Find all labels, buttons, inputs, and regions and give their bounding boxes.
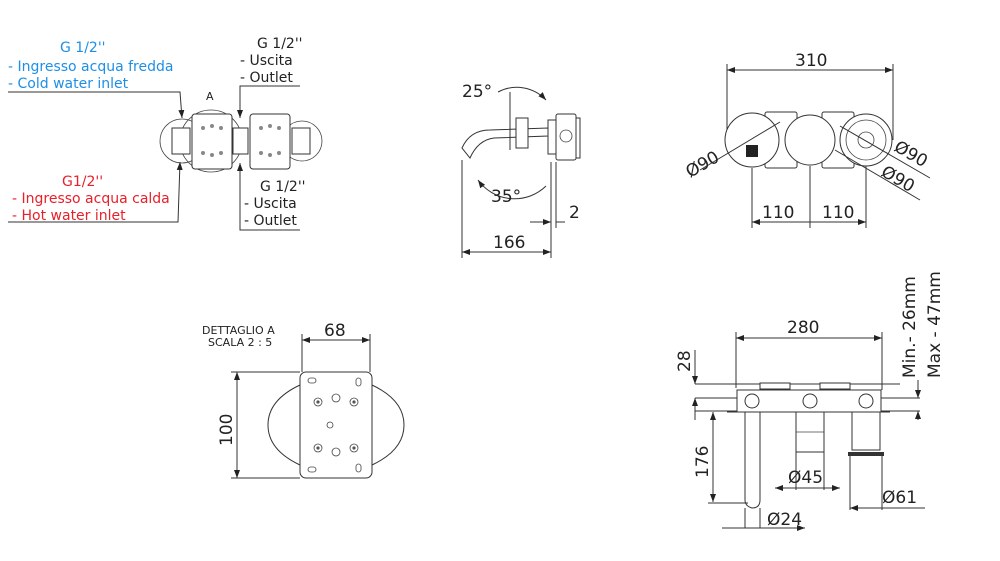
detail-scale: SCALA 2 : 5: [208, 336, 272, 349]
detail-title: DETTAGLIO A: [202, 324, 275, 337]
section-view: 280 28 176 Ø45 Ø61 Ø24 Min.- 26mm Max - …: [675, 271, 945, 531]
front-view: 310 Ø90 Ø90 Ø90 110 110: [683, 51, 931, 228]
detail-marker: A: [206, 90, 214, 103]
outlet-top-size: G 1/2'': [257, 36, 303, 52]
section-dia-spout: Ø24: [767, 510, 802, 530]
wall-min-depth: Min.- 26mm: [900, 276, 920, 378]
detail-a: DETTAGLIO A SCALA 2 : 5 68 100: [202, 321, 405, 479]
plate-dimension: 2: [569, 203, 580, 223]
outlet-bottom-size: G 1/2'': [260, 179, 306, 195]
front-dia-left: Ø90: [683, 148, 723, 183]
hot-inlet-size: G1/2'': [62, 174, 103, 190]
section-width: 280: [787, 318, 819, 338]
hot-inlet-label-it: - Ingresso acqua calda: [12, 191, 170, 207]
front-width: 310: [795, 51, 827, 71]
hot-inlet-label-en: - Hot water inlet: [12, 208, 126, 224]
cold-inlet-leader: [8, 91, 185, 119]
outlet-bottom-label-it: - Uscita: [244, 196, 297, 212]
section-dia-handle: Ø45: [788, 468, 823, 488]
side-view: 25° 35° 166 2: [461, 82, 581, 258]
section-offset: 28: [675, 350, 695, 372]
front-spacing-left: 110: [762, 203, 794, 223]
section-spout-length: 176: [693, 446, 713, 478]
detail-height: 100: [217, 414, 237, 446]
plan-view: G 1/2'' - Ingresso acqua fredda - Cold w…: [8, 36, 323, 231]
outlet-top-label-it: - Uscita: [240, 53, 293, 69]
section-dia-rosette: Ø61: [882, 488, 917, 508]
outlet-bottom-label-en: - Outlet: [244, 213, 297, 229]
outlet-bottom-leader: [237, 163, 300, 231]
wall-max-depth: Max - 47mm: [925, 271, 945, 378]
front-spacing-right: 110: [822, 203, 854, 223]
cold-inlet-label-it: - Ingresso acqua fredda: [8, 59, 173, 75]
angle-bottom: 35°: [491, 187, 521, 207]
cold-inlet-size: G 1/2'': [60, 40, 106, 56]
detail-width: 68: [324, 321, 346, 341]
hot-inlet-leader: [8, 161, 183, 223]
angle-top: 25°: [462, 82, 492, 102]
cold-inlet-label-en: - Cold water inlet: [8, 76, 129, 92]
outlet-top-leader: [237, 85, 300, 118]
outlet-top-label-en: - Outlet: [240, 70, 293, 86]
depth-dimension: 166: [493, 233, 525, 253]
